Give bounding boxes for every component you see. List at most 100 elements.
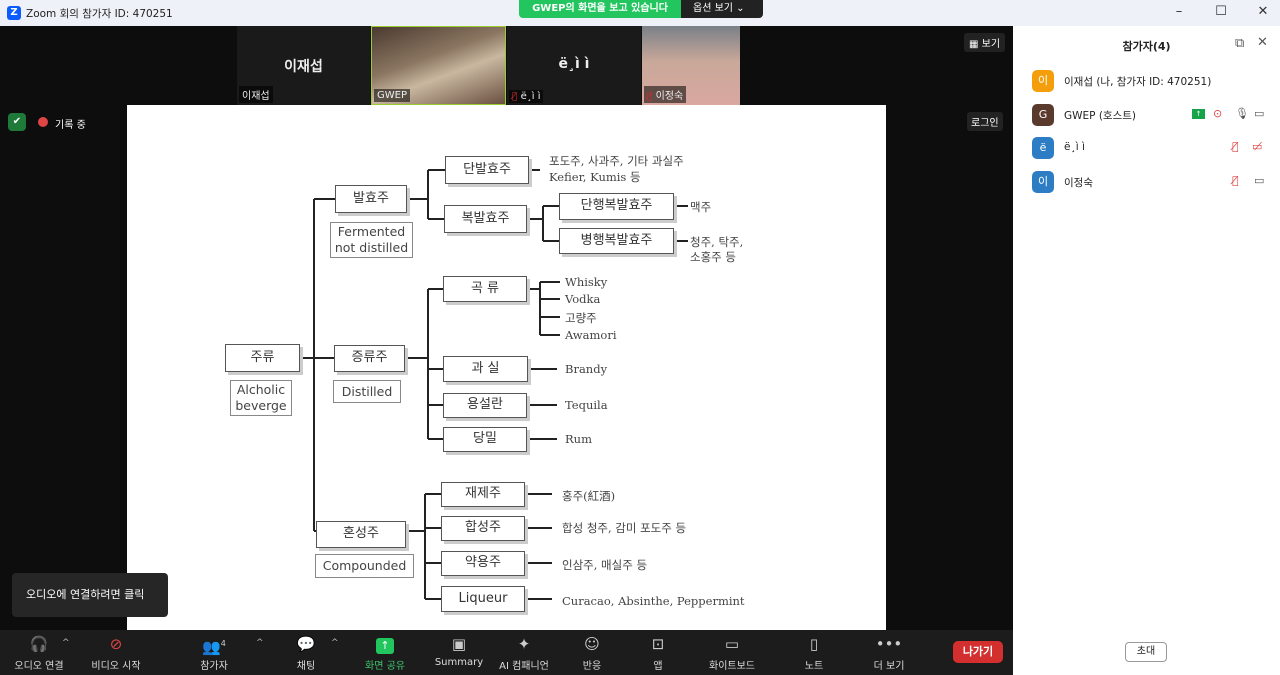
video-tile[interactable]: 이재섭 이재섭 bbox=[237, 26, 370, 105]
share-screen-icon: ↑ bbox=[350, 634, 420, 654]
node-root-en: Alcholic beverge bbox=[230, 380, 292, 416]
participant-row[interactable]: 이 이재섭 (나, 참가자 ID: 470251) bbox=[1032, 70, 1272, 92]
participant-row[interactable]: 이 이정숙 🎙̸ ▭ bbox=[1032, 171, 1272, 193]
close-panel-icon[interactable]: ✕ bbox=[1257, 35, 1268, 50]
camera-icon[interactable]: ▭ bbox=[1254, 174, 1265, 187]
share-screen-button[interactable]: ↑화면 공유 bbox=[350, 634, 420, 672]
leaf-text: 고량주 bbox=[565, 311, 597, 325]
video-tile-active[interactable]: GWEP bbox=[371, 26, 506, 105]
leaf-text: Whisky bbox=[565, 275, 608, 289]
summary-button[interactable]: ▣Summary bbox=[424, 634, 494, 668]
zoom-logo-icon: Z bbox=[7, 6, 21, 20]
node-fermented-en: Fermented not distilled bbox=[330, 222, 413, 258]
avatar: 이 bbox=[1032, 70, 1054, 92]
audio-button[interactable]: 🎧오디오 연결 bbox=[4, 634, 74, 672]
view-options-button[interactable]: 옵션 보기 ⌄ bbox=[681, 0, 763, 18]
node-reprocessed: 재제주 bbox=[441, 482, 525, 507]
node-multi-ferm: 복발효주 bbox=[444, 205, 527, 233]
participants-icon: 👥4 bbox=[202, 638, 226, 656]
video-label: 비디오 시작 bbox=[91, 661, 141, 672]
mic-icon[interactable]: 🎙 bbox=[1235, 107, 1249, 120]
leave-button[interactable]: 나가기 bbox=[953, 641, 1003, 663]
tile-label-text: 이정숙 bbox=[655, 91, 684, 102]
popout-icon[interactable]: ⧉ bbox=[1235, 36, 1245, 51]
tile-label: GWEP bbox=[374, 89, 410, 102]
participants-count: 4 bbox=[220, 639, 226, 648]
mic-muted-icon: 🎙̸ bbox=[647, 92, 653, 102]
maximize-button[interactable]: ☐ bbox=[1215, 4, 1227, 19]
node-synthetic: 합성주 bbox=[441, 516, 525, 541]
mic-muted-icon[interactable]: 🎙̸ bbox=[1232, 140, 1239, 153]
node-fermented: 발효주 bbox=[335, 185, 407, 213]
ai-companion-label: AI 컴패니언 bbox=[499, 661, 549, 672]
participant-name: ë¸ì ì bbox=[558, 56, 590, 72]
tile-label: 🎙̸ 이정숙 bbox=[644, 86, 687, 103]
audio-options-caret[interactable]: ^ bbox=[62, 638, 70, 648]
recording-status[interactable]: 기록 중 bbox=[55, 120, 86, 131]
ai-companion-button[interactable]: ✦AI 컴패니언 bbox=[489, 634, 559, 672]
video-tile[interactable]: ë¸ì ì 🎙̸ ë¸ì ì bbox=[507, 26, 641, 105]
headphones-icon: 🎧 bbox=[29, 635, 49, 653]
participants-options-caret[interactable]: ^ bbox=[256, 638, 264, 648]
sharing-icon: ↑ bbox=[1192, 109, 1205, 119]
minimize-button[interactable]: – bbox=[1175, 4, 1183, 19]
video-button[interactable]: ⊘ 비디오 시작 bbox=[81, 634, 151, 672]
participant-name: 이재섭 bbox=[284, 59, 323, 75]
notes-button[interactable]: ▯노트 bbox=[779, 634, 849, 672]
window-title: Zoom 회의 참가자 ID: 470251 bbox=[26, 8, 173, 20]
whiteboard-button[interactable]: ▭화이트보드 bbox=[697, 634, 767, 672]
camera-icon[interactable]: ▭ bbox=[1254, 107, 1265, 120]
node-compounded-en: Compounded bbox=[315, 554, 414, 578]
leaf-text: 청주, 탁주, bbox=[690, 235, 744, 249]
mic-muted-icon[interactable]: 🎙̸ bbox=[1232, 174, 1239, 187]
shield-icon[interactable]: ✔ bbox=[8, 113, 26, 131]
panel-title: 참가자(4) bbox=[1122, 40, 1171, 53]
chat-icon: 💬 bbox=[296, 635, 316, 653]
leaf-text: 홍주(紅酒) bbox=[562, 489, 616, 503]
apps-button[interactable]: ⊡앱 bbox=[623, 634, 693, 672]
leaf-text: Awamori bbox=[565, 328, 617, 342]
invite-button[interactable]: 초대 bbox=[1125, 642, 1167, 662]
apps-icon: ⊡ bbox=[651, 635, 665, 653]
video-tile[interactable]: 🎙̸ 이정숙 bbox=[642, 26, 740, 105]
more-icon: ••• bbox=[875, 635, 903, 653]
login-button[interactable]: 로그인 bbox=[967, 112, 1003, 131]
participant-name: ë¸ì ì bbox=[1064, 141, 1085, 153]
record-icon bbox=[38, 117, 48, 127]
leaf-text: Kefier, Kumis 등 bbox=[549, 170, 641, 184]
avatar: G bbox=[1032, 104, 1054, 126]
node-seq-ferm: 단행복발효주 bbox=[559, 193, 674, 220]
view-button[interactable]: ▦ 보기 bbox=[964, 33, 1006, 52]
camera-off-icon[interactable]: ▭̸ bbox=[1252, 140, 1263, 153]
leaf-text: Rum bbox=[565, 432, 592, 446]
video-off-icon: ⊘ bbox=[109, 635, 123, 653]
chat-label: 채팅 bbox=[296, 661, 316, 672]
tile-label-text: ë¸ì ì bbox=[520, 91, 541, 102]
share-banner: GWEP의 화면을 보고 있습니다 bbox=[519, 0, 681, 18]
participant-name: 이재섭 (나, 참가자 ID: 470251) bbox=[1064, 76, 1212, 88]
node-fruit: 과 실 bbox=[443, 356, 528, 382]
node-distilled-en: Distilled bbox=[333, 380, 401, 403]
avatar: ë bbox=[1032, 137, 1054, 159]
whiteboard-icon: ▭ bbox=[724, 635, 740, 653]
leaf-text: Tequila bbox=[565, 398, 608, 412]
leaf-text: Curacao, Absinthe, Peppermint bbox=[562, 594, 745, 608]
reactions-button[interactable]: ☺반응 bbox=[557, 634, 627, 672]
leaf-text: 인삼주, 매실주 등 bbox=[562, 558, 648, 572]
apps-label: 앱 bbox=[653, 661, 663, 672]
chat-button[interactable]: 💬 채팅 bbox=[271, 634, 341, 672]
participant-row[interactable]: ë ë¸ì ì 🎙̸ ▭̸ bbox=[1032, 137, 1272, 159]
notes-icon: ▯ bbox=[809, 635, 819, 653]
audio-tooltip: 오디오에 연결하려면 클릭 bbox=[12, 573, 168, 617]
leaf-text: 소홍주 등 bbox=[690, 250, 736, 264]
summary-icon: ▣ bbox=[451, 635, 467, 653]
node-grain: 곡 류 bbox=[443, 276, 527, 302]
more-button[interactable]: •••더 보기 bbox=[854, 634, 924, 672]
tile-label: 이재섭 bbox=[239, 86, 273, 103]
node-agave: 용설란 bbox=[443, 393, 527, 418]
chat-options-caret[interactable]: ^ bbox=[331, 638, 339, 648]
participant-row[interactable]: G GWEP (호스트) ↑ ⊙ 🎙 ▭ bbox=[1032, 104, 1272, 126]
close-button[interactable]: ✕ bbox=[1257, 4, 1269, 19]
leaf-text: 포도주, 사과주, 기타 과실주 bbox=[549, 154, 684, 168]
